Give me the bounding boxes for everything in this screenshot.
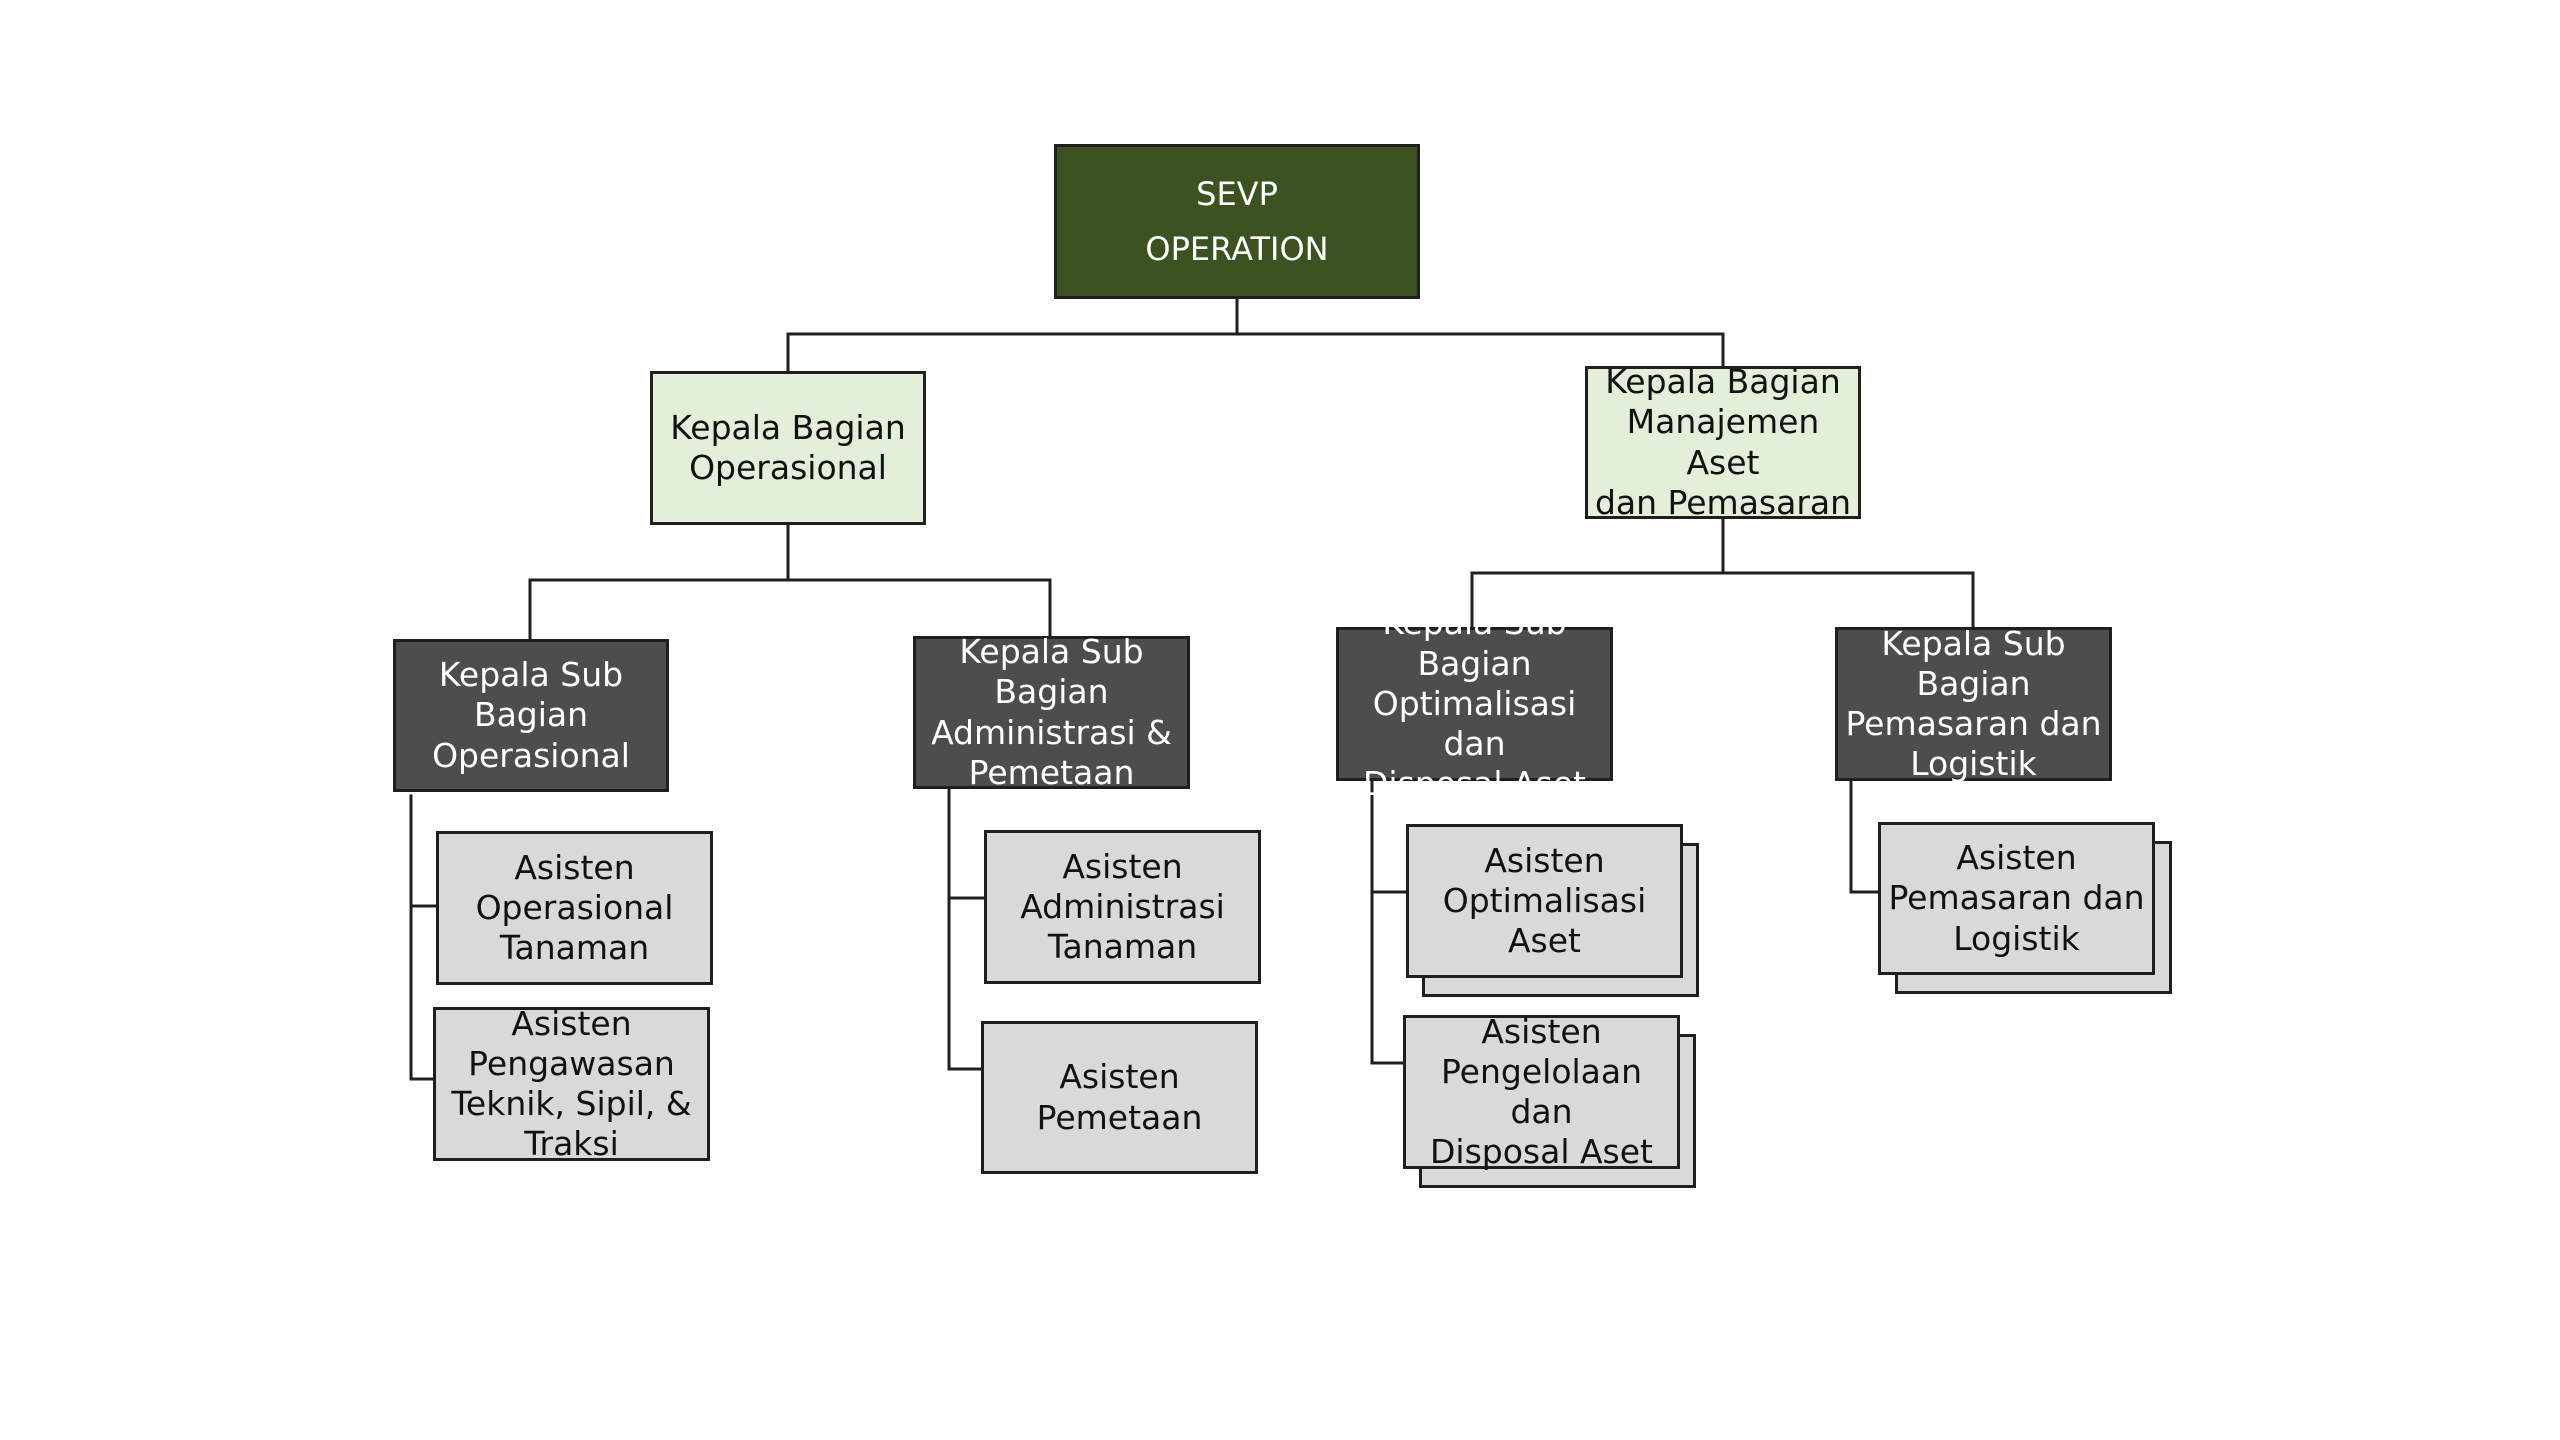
asisten-operasional-tanaman-label: Asisten Operasional Tanaman bbox=[475, 847, 674, 968]
connector-root-right bbox=[1235, 332, 1725, 368]
asisten-pemetaan-box[interactable]: Asisten Pemetaan bbox=[981, 1021, 1258, 1174]
asisten-optimalisasi-aset-label: Asisten Optimalisasi Aset bbox=[1442, 840, 1647, 961]
dept-manajemen-aset-label: Kepala Bagian Manajemen Aset dan Pemasar… bbox=[1594, 362, 1852, 522]
asisten-pengelolaan-disposal-box[interactable]: Asisten Pengelolaan dan Disposal Aset bbox=[1403, 1012, 1680, 1171]
dept-operasional-box[interactable]: Kepala Bagian Operasional bbox=[650, 371, 926, 525]
asisten-administrasi-tanaman-label: Asisten Administrasi Tanaman bbox=[1020, 846, 1225, 967]
asisten-administrasi-tanaman-box[interactable]: Asisten Administrasi Tanaman bbox=[984, 830, 1261, 984]
sevp-operation-box[interactable]: SEVP OPERATION bbox=[1054, 144, 1420, 299]
connector-sub-2 bbox=[947, 785, 984, 1071]
connector-dept-left-2 bbox=[786, 578, 1052, 638]
subdept-administrasi-pemetaan-box[interactable]: Kepala Sub Bagian Administrasi & Pemetaa… bbox=[913, 632, 1190, 792]
dept-operasional-label: Kepala Bagian Operasional bbox=[670, 407, 906, 487]
subdept-administrasi-pemetaan-label: Kepala Sub Bagian Administrasi & Pemetaa… bbox=[931, 632, 1172, 792]
asisten-pengawasan-teknik-box[interactable]: Asisten Pengawasan Teknik, Sipil, & Trak… bbox=[433, 1004, 710, 1163]
subdept-optimalisasi-disposal-label: Kepala Sub Bagian Optimalisasi dan Dispo… bbox=[1363, 603, 1586, 804]
connector-root-departments bbox=[786, 297, 1239, 373]
asisten-pengawasan-teknik-label: Asisten Pengawasan Teknik, Sipil, & Trak… bbox=[451, 1003, 692, 1164]
asisten-optimalisasi-aset-box[interactable]: Asisten Optimalisasi Aset bbox=[1406, 824, 1683, 978]
subdept-pemasaran-logistik-label: Kepala Sub Bagian Pemasaran dan Logistik bbox=[1845, 623, 2102, 784]
connector-sub-1 bbox=[409, 794, 438, 1081]
asisten-pemasaran-logistik-label: Asisten Pemasaran dan Logistik bbox=[1888, 838, 2145, 958]
subdept-operasional-box[interactable]: Kepala Sub Bagian Operasional bbox=[393, 639, 669, 792]
connector-sub-3 bbox=[1370, 778, 1406, 1065]
subdept-optimalisasi-disposal-box[interactable]: Kepala Sub Bagian Optimalisasi dan Dispo… bbox=[1336, 603, 1613, 803]
subdept-operasional-label: Kepala Sub Bagian Operasional bbox=[432, 655, 630, 775]
connector-dept-right bbox=[1470, 517, 1725, 629]
sevp-operation-label: SEVP OPERATION bbox=[1145, 175, 1329, 268]
asisten-pemetaan-label: Asisten Pemetaan bbox=[1036, 1057, 1203, 1137]
connector-sub-4 bbox=[1849, 778, 1880, 894]
asisten-operasional-tanaman-box[interactable]: Asisten Operasional Tanaman bbox=[436, 831, 713, 985]
asisten-pengelolaan-disposal-label: Asisten Pengelolaan dan Disposal Aset bbox=[1430, 1011, 1653, 1172]
dept-manajemen-aset-box[interactable]: Kepala Bagian Manajemen Aset dan Pemasar… bbox=[1585, 362, 1861, 522]
asisten-pemasaran-logistik-box[interactable]: Asisten Pemasaran dan Logistik bbox=[1878, 822, 2155, 975]
connector-dept-left bbox=[528, 523, 790, 641]
subdept-pemasaran-logistik-box[interactable]: Kepala Sub Bagian Pemasaran dan Logistik bbox=[1835, 624, 2112, 783]
connector-dept-right-2 bbox=[1721, 571, 1975, 629]
